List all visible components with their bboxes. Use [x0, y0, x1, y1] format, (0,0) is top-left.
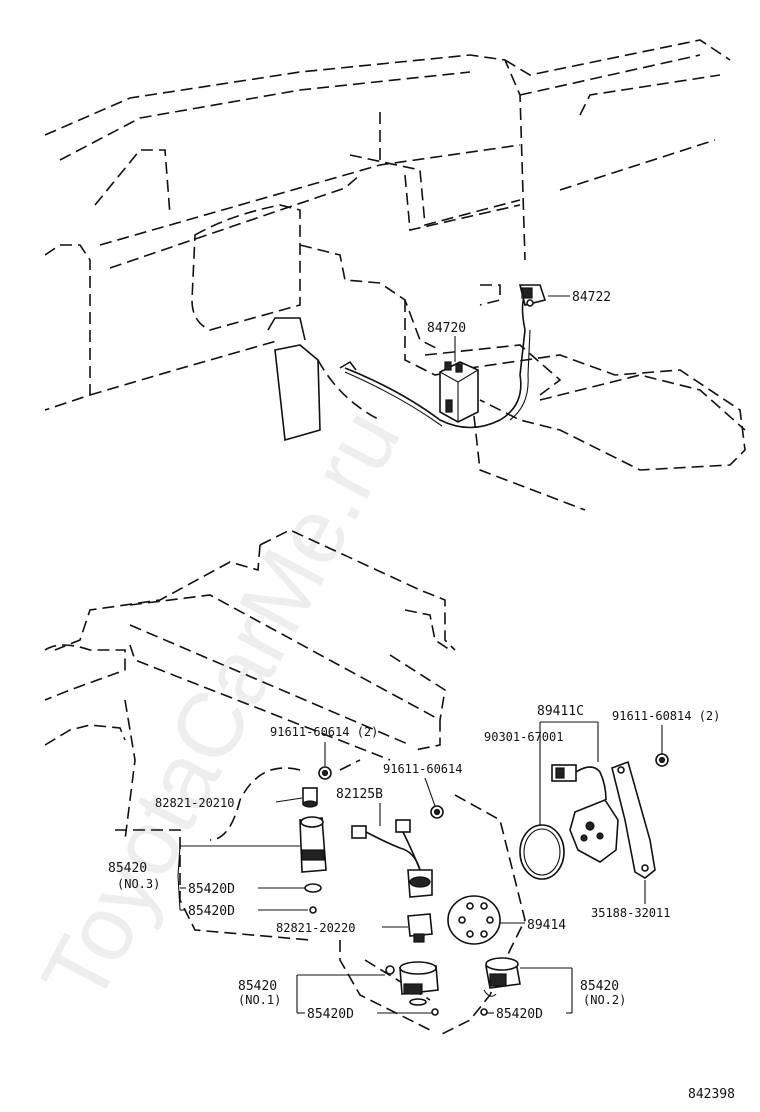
label-85420-no1-sub: (NO.1): [238, 993, 281, 1007]
label-82125B: 82125B: [336, 787, 383, 802]
part-90301-oring[interactable]: [519, 824, 565, 880]
label-91611-60814: 91611-60814 (2): [612, 709, 720, 723]
label-84722: 84722: [572, 290, 611, 305]
label-89411C: 89411C: [537, 704, 584, 719]
label-85420D-a: 85420D: [188, 882, 235, 897]
part-82821-20220-connector[interactable]: [407, 913, 433, 943]
label-85420-no2: 85420: [580, 979, 619, 994]
label-84720: 84720: [427, 321, 466, 336]
label-89414: 89414: [527, 918, 566, 933]
part-84722-sensor[interactable]: [518, 284, 547, 307]
label-85420-no3: 85420: [108, 861, 147, 876]
part-85420-no2-pump[interactable]: [480, 957, 521, 1016]
label-85420D-no2: 85420D: [496, 1007, 543, 1022]
part-82125B-harness[interactable]: [351, 819, 433, 898]
label-82821-20210: 82821-20210: [155, 796, 234, 810]
label-35188-32011: 35188-32011: [591, 906, 670, 920]
engine-outline: [44, 529, 526, 1036]
label-85420D-b: 85420D: [188, 904, 235, 919]
vehicle-interior-outline: [44, 39, 746, 511]
label-82821-20220: 82821-20220: [276, 921, 355, 935]
diagram-code: 842398: [688, 1087, 735, 1102]
part-85420-no3-pump[interactable]: [299, 787, 327, 914]
bolt-91611-60614[interactable]: [430, 805, 444, 819]
part-84720-block[interactable]: [439, 361, 479, 423]
label-85420-no2-sub: (NO.2): [583, 993, 626, 1007]
bolt-91611-60614-2[interactable]: [318, 766, 332, 780]
watermark-text: ToyotaCarMe.ru: [23, 394, 420, 1020]
harness-assembly: [339, 284, 547, 429]
label-91611-60614: 91611-60614: [383, 762, 462, 776]
label-85420D-no1: 85420D: [307, 1007, 354, 1022]
label-90301-67001: 90301-67001: [484, 730, 563, 744]
part-89414-rotor[interactable]: [447, 895, 501, 945]
label-85420-no3-sub: (NO.3): [117, 877, 160, 891]
bolt-91611-60814[interactable]: [655, 753, 669, 767]
part-85420-no1-pump[interactable]: [385, 961, 439, 1016]
part-89411C-sensor[interactable]: [551, 764, 619, 863]
label-91611-60614-2: 91611-60614 (2): [270, 725, 378, 739]
leader-lines: [177, 721, 663, 1014]
part-35188-bracket[interactable]: [611, 760, 656, 879]
label-85420-no1: 85420: [238, 979, 277, 994]
